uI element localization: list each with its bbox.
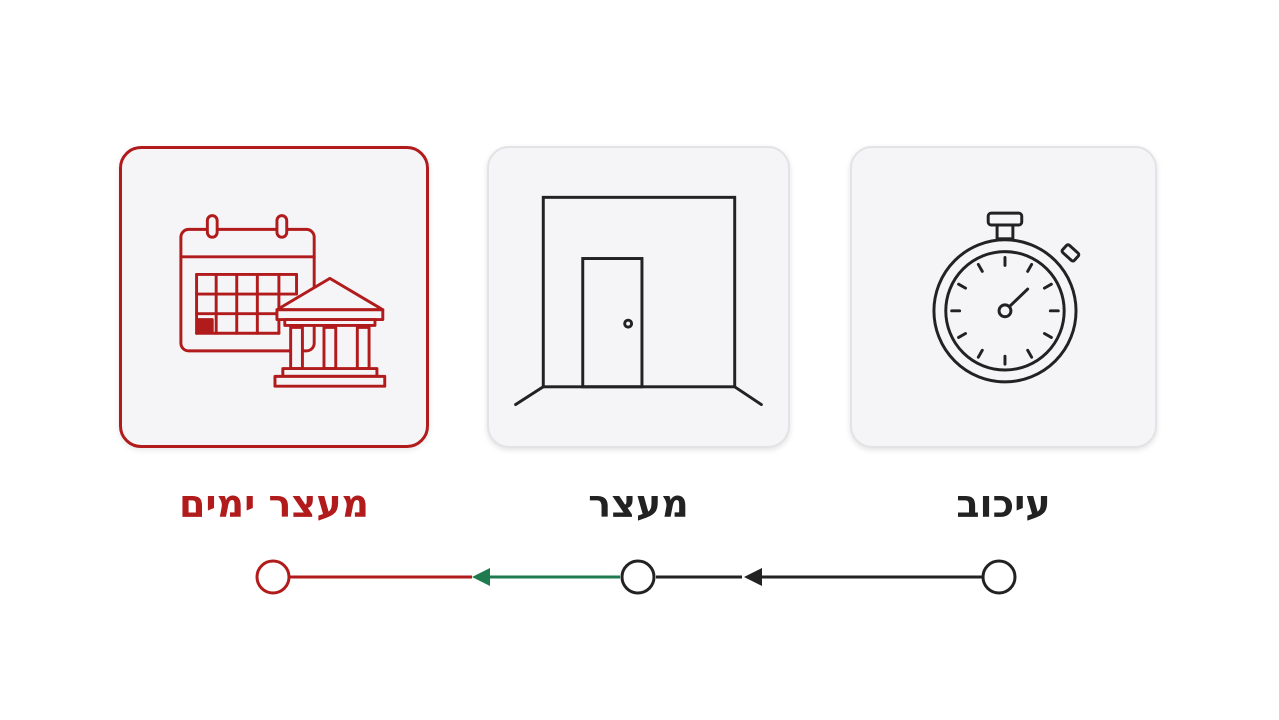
stage-card-detention-days — [119, 146, 429, 448]
stage-card-delay — [850, 146, 1157, 448]
timeline-node-delay — [981, 559, 1017, 595]
timeline — [255, 559, 1017, 595]
stopwatch-icon — [932, 211, 1081, 384]
arrow-head-dark — [744, 568, 762, 586]
stage-label-delay: עיכוב — [956, 482, 1051, 526]
arrow-head-green — [472, 568, 490, 586]
stage-label-arrest: מעצר — [588, 482, 689, 526]
timeline-node-detention-days — [255, 559, 291, 595]
calendar-courthouse-icon — [179, 214, 387, 388]
room-door-icon — [514, 195, 763, 407]
stage-label-detention-days: מעצר ימים — [178, 482, 370, 526]
timeline-node-arrest — [620, 559, 656, 595]
stage-card-arrest — [487, 146, 790, 448]
